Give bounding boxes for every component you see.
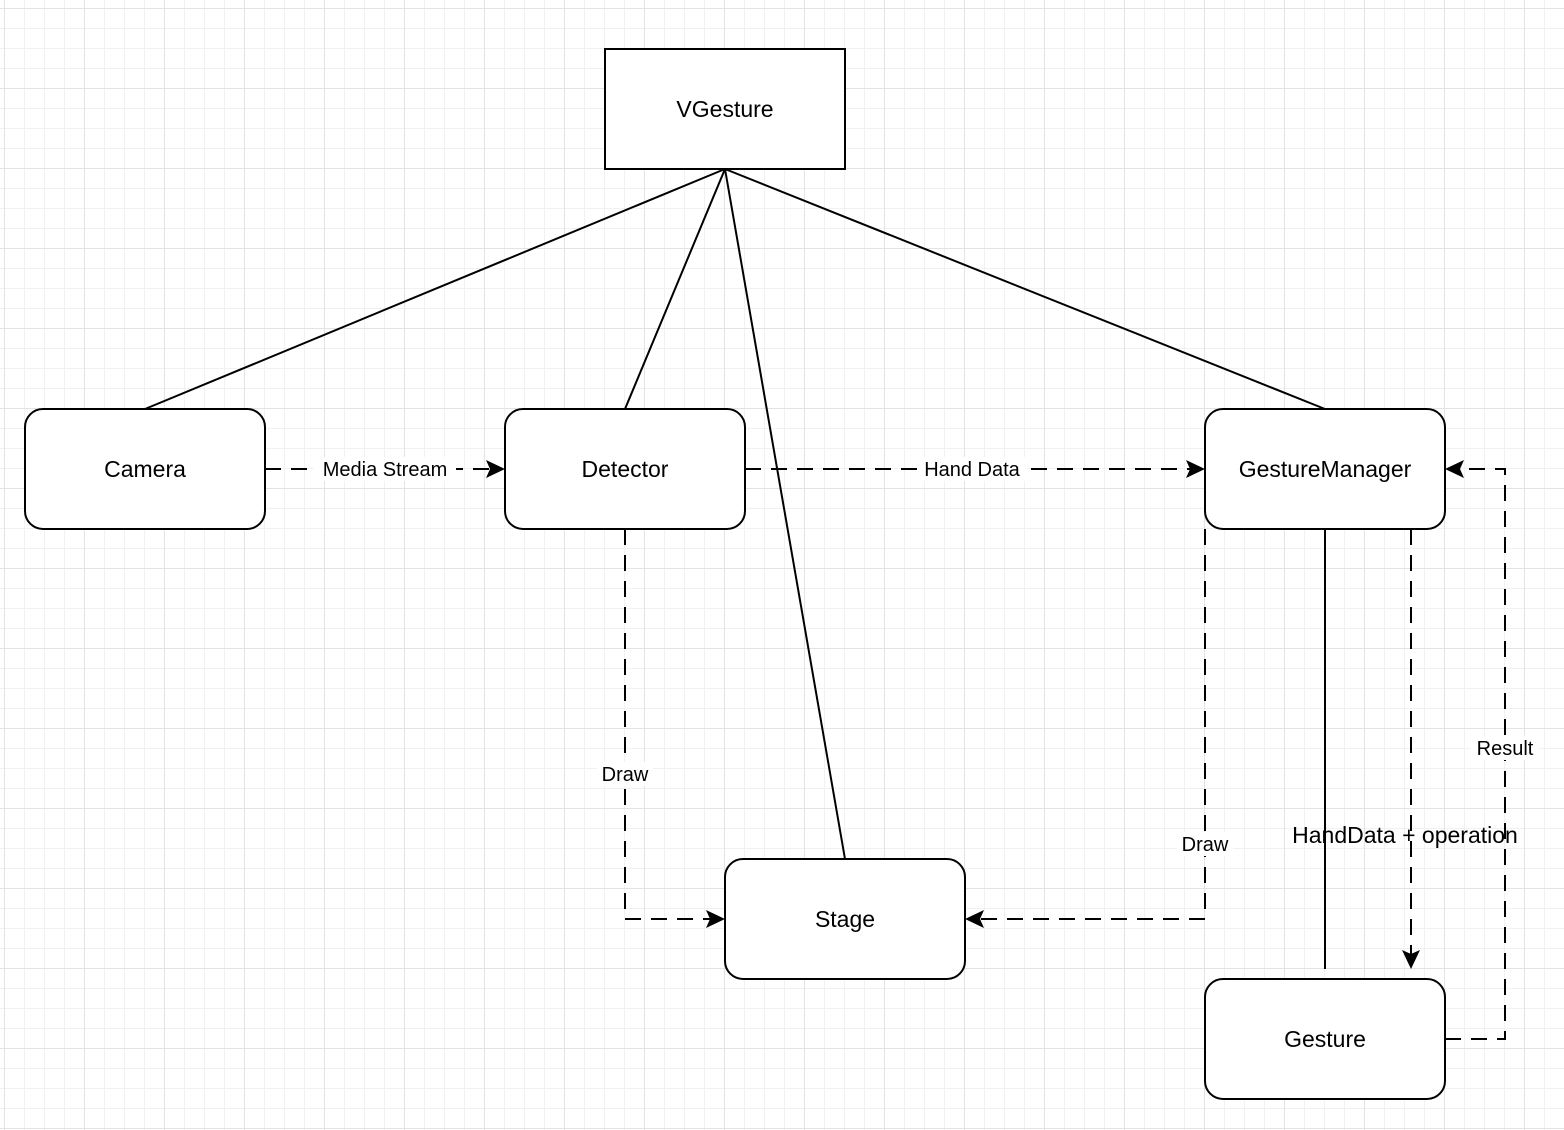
hand-data-operation-arrowhead <box>1402 950 1420 969</box>
camera-label: Camera <box>104 456 186 482</box>
vgesture-gesture-manager-link <box>724 168 1326 410</box>
gesture-box[interactable] <box>1204 978 1446 1100</box>
manager-draw-arrowhead <box>965 910 984 928</box>
result-label-bg <box>1471 736 1539 760</box>
node-camera[interactable]: Camera <box>24 408 266 530</box>
node-vgesture[interactable]: VGesture <box>604 48 846 170</box>
detector-draw-arrowhead <box>706 910 725 928</box>
vgesture-label: VGesture <box>676 96 773 122</box>
result-arrowhead <box>1445 460 1464 478</box>
hand-data-label: Hand Data <box>924 459 1020 481</box>
stage-box[interactable] <box>724 858 966 980</box>
manager-draw-label-bg <box>1177 832 1233 856</box>
detector-draw-edge <box>624 529 716 920</box>
hand-data-arrowhead <box>1186 460 1205 478</box>
gesture-label: Gesture <box>1284 1026 1366 1052</box>
manager-draw-label: Draw <box>1182 834 1229 856</box>
node-gesture[interactable]: Gesture <box>1204 978 1446 1100</box>
hand-data-label-bg <box>917 457 1027 481</box>
media-stream-label-bg <box>314 457 456 481</box>
vgesture-detector-link <box>624 168 726 410</box>
node-stage[interactable]: Stage <box>724 858 966 980</box>
edge-labels: Media Stream Hand Data Draw Draw Result … <box>314 457 1539 856</box>
vgesture-box[interactable] <box>604 48 846 170</box>
node-detector[interactable]: Detector <box>504 408 746 530</box>
stage-label: Stage <box>815 906 875 932</box>
detector-box[interactable] <box>504 408 746 530</box>
result-label: Result <box>1477 738 1534 760</box>
vgesture-stage-link <box>724 168 846 860</box>
detector-draw-label: Draw <box>602 764 649 786</box>
vgesture-camera-link <box>144 168 726 410</box>
hand-data-operation-label: HandData + operation <box>1292 822 1518 848</box>
association-lines <box>144 168 1326 969</box>
media-stream-label: Media Stream <box>323 459 448 481</box>
node-gesture-manager[interactable]: GestureManager <box>1204 408 1446 530</box>
manager-draw-edge <box>974 529 1206 920</box>
camera-box[interactable] <box>24 408 266 530</box>
detector-label: Detector <box>582 456 669 482</box>
media-stream-arrowhead <box>486 460 505 478</box>
gesture-manager-box[interactable] <box>1204 408 1446 530</box>
detector-draw-label-bg <box>597 762 653 786</box>
gesture-manager-label: GestureManager <box>1239 456 1412 482</box>
